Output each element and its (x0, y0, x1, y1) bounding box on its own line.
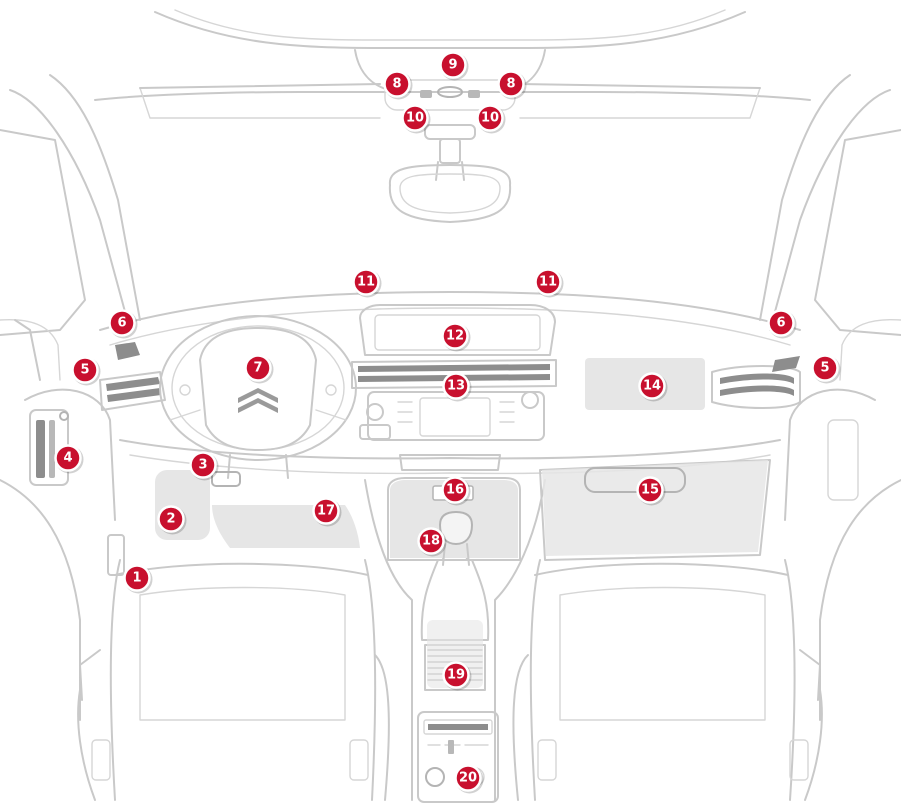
callout-2: 2 (157, 505, 187, 535)
callout-label: 5 (80, 363, 89, 378)
callout-14: 14 (638, 372, 668, 402)
callout-7: 7 (244, 354, 274, 384)
callout-9: 9 (439, 51, 469, 81)
callout-4: 4 (54, 444, 84, 474)
callout-label: 1 (132, 571, 141, 586)
callout-label: 20 (459, 771, 477, 786)
callout-12: 12 (441, 322, 471, 352)
callout-6-right: 6 (767, 309, 797, 339)
callout-label: 8 (392, 77, 401, 92)
callout-17: 17 (312, 497, 342, 527)
callout-label: 6 (776, 316, 785, 331)
callout-label: 16 (446, 483, 464, 498)
callout-label: 17 (317, 504, 335, 519)
callout-label: 2 (166, 512, 175, 527)
callout-label: 5 (820, 361, 829, 376)
callout-label: 3 (198, 458, 207, 473)
callout-19: 19 (442, 661, 472, 691)
callout-20: 20 (454, 764, 484, 794)
callout-label: 12 (446, 329, 464, 344)
callout-label: 8 (506, 77, 515, 92)
callout-label: 13 (447, 379, 465, 394)
callout-5-right: 5 (811, 354, 841, 384)
callout-16: 16 (441, 476, 471, 506)
callout-10-right: 10 (476, 104, 506, 134)
callout-label: 18 (422, 534, 440, 549)
callout-10-left: 10 (401, 104, 431, 134)
callout-markers: 1 2 3 4 5 5 6 6 (54, 51, 841, 794)
callout-3: 3 (189, 451, 219, 481)
callout-label: 19 (447, 668, 465, 683)
zone-15 (542, 460, 768, 556)
callout-label: 15 (641, 483, 659, 498)
callout-label: 6 (117, 316, 126, 331)
callout-label: 11 (357, 275, 375, 290)
callout-18: 18 (417, 527, 447, 557)
callout-label: 11 (539, 275, 557, 290)
callout-8-right: 8 (497, 70, 527, 100)
callout-11-right: 11 (534, 268, 564, 298)
callout-label: 10 (481, 111, 499, 126)
callout-label: 7 (253, 361, 262, 376)
callout-13: 13 (442, 372, 472, 402)
callout-15: 15 (636, 476, 666, 506)
callout-label: 10 (406, 111, 424, 126)
callout-6-left: 6 (108, 309, 138, 339)
callout-label: 14 (643, 379, 661, 394)
callout-label: 4 (63, 451, 72, 466)
callout-8-left: 8 (383, 70, 413, 100)
callout-11-left: 11 (352, 268, 382, 298)
callout-5-left: 5 (71, 356, 101, 386)
callout-1: 1 (123, 564, 153, 594)
callout-label: 9 (448, 58, 457, 73)
citroen-double-chevron-logo-icon (238, 388, 278, 413)
